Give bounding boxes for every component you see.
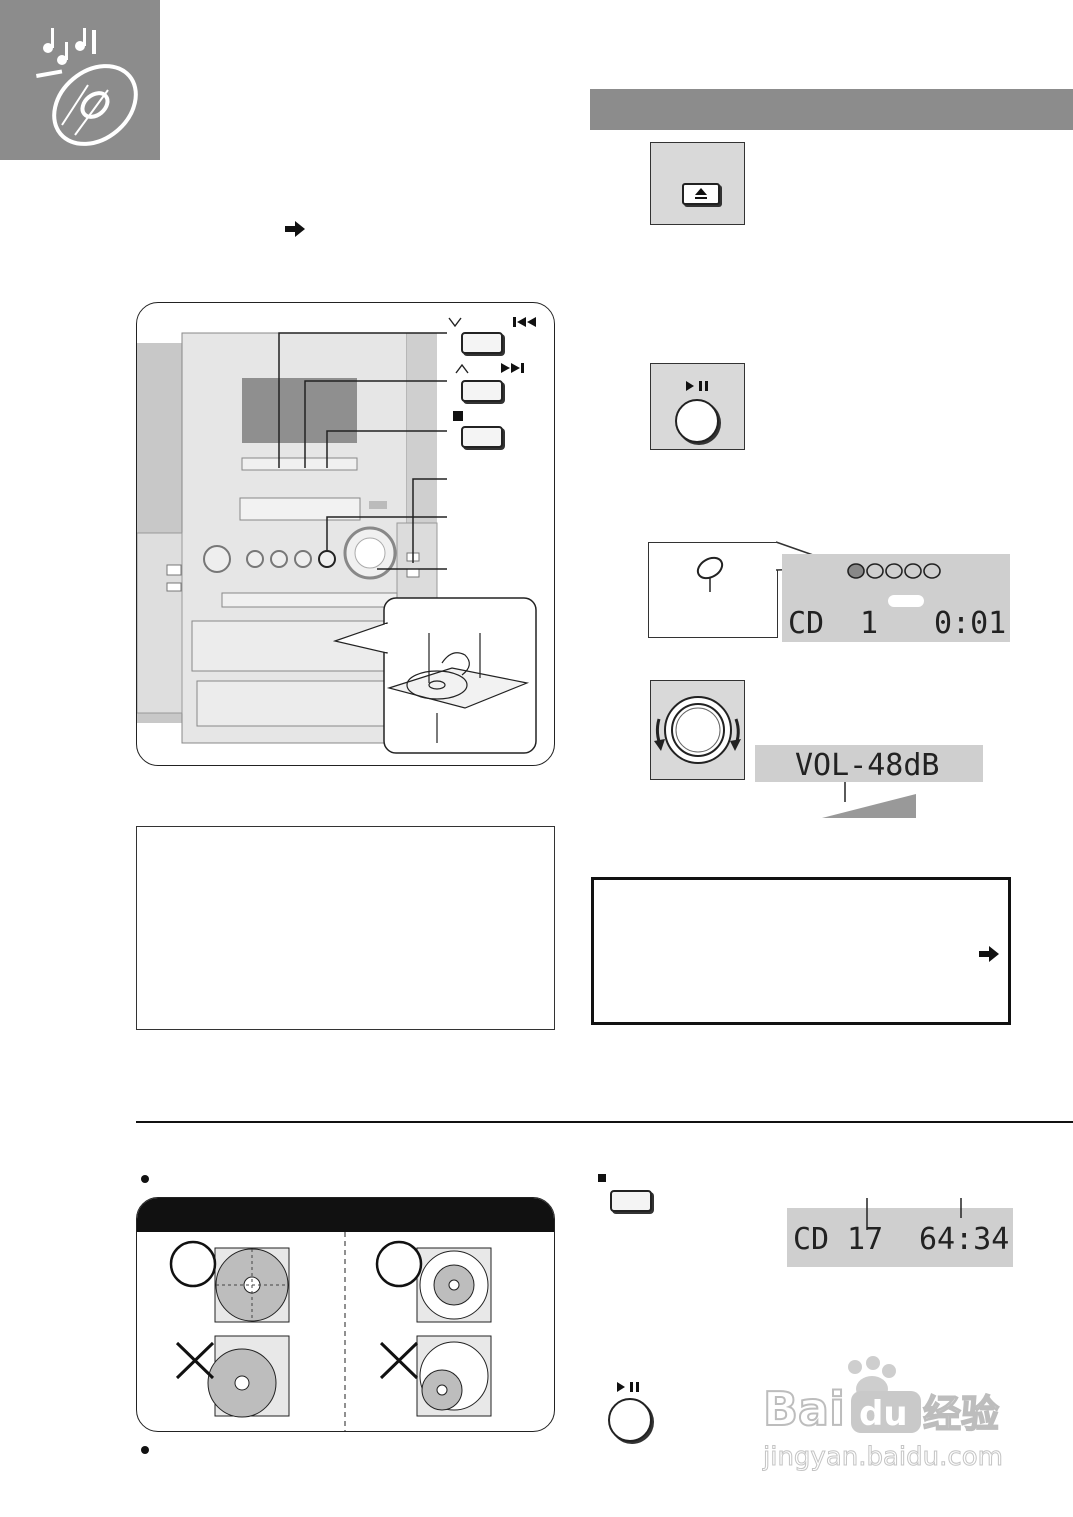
play-indicator-badge xyxy=(888,595,924,607)
total-display-time: 64:34 xyxy=(919,1222,1010,1257)
play-display: CD 1 0:01 xyxy=(782,554,1010,642)
bullet xyxy=(141,1446,149,1454)
note-box-right xyxy=(591,877,1011,1025)
arrow-right-icon xyxy=(285,221,305,237)
play-pause-button-bottom[interactable] xyxy=(608,1398,652,1442)
volume-display-text: VOL-48dB xyxy=(795,748,940,783)
stop-button[interactable] xyxy=(461,426,503,448)
play-pause-button[interactable] xyxy=(675,399,719,443)
volume-display: VOL-48dB xyxy=(755,745,983,783)
stereo-unit-drawing xyxy=(137,332,537,754)
bullet xyxy=(141,1175,149,1183)
total-display: CD 17 64:34 xyxy=(787,1208,1013,1267)
track-select-callout xyxy=(648,542,778,638)
play-display-source: CD xyxy=(788,606,825,641)
chevron-up-icon xyxy=(455,364,469,374)
baidu-watermark-logo: Bai du 经验 jingyan.baidu.com xyxy=(762,1356,1003,1473)
unit-illustration xyxy=(136,302,555,766)
total-display-pointers xyxy=(866,1198,962,1230)
note-box-left xyxy=(136,826,555,1030)
eject-button[interactable] xyxy=(682,183,720,205)
eject-button-panel xyxy=(650,142,745,225)
total-display-tracks: 17 xyxy=(847,1222,884,1257)
skip-back-icon xyxy=(513,317,536,327)
stop-icon xyxy=(453,411,463,421)
play-display-time: 0:01 xyxy=(934,606,1007,641)
disc-placement-drawing xyxy=(169,1232,492,1431)
play-display-track: 1 xyxy=(860,606,879,641)
play-pause-icon xyxy=(686,381,708,391)
svg-text:Bai: Bai xyxy=(763,1382,845,1436)
track-indicators xyxy=(847,563,941,579)
chevron-down-icon xyxy=(448,317,462,327)
eject-icon xyxy=(695,188,707,199)
volume-knob-panel xyxy=(650,680,745,780)
volume-level-wedge xyxy=(822,782,916,818)
play-pause-panel xyxy=(650,363,745,450)
disc-placement-header xyxy=(137,1198,554,1232)
section-header-bar xyxy=(590,89,1073,130)
section-badge xyxy=(0,0,160,160)
music-cd-icon xyxy=(36,28,138,146)
svg-text:经验: 经验 xyxy=(923,1392,999,1436)
total-display-source: CD xyxy=(793,1222,830,1257)
stop-button-total[interactable] xyxy=(610,1190,652,1212)
volume-knob-icon[interactable] xyxy=(651,681,744,779)
disc-placement-box xyxy=(136,1197,555,1432)
stop-icon xyxy=(598,1174,606,1182)
svg-text:jingyan.baidu.com: jingyan.baidu.com xyxy=(762,1442,1003,1472)
skip-forward-button[interactable] xyxy=(461,380,503,402)
arrow-right-icon xyxy=(979,946,999,962)
skip-forward-icon xyxy=(501,363,524,373)
play-pause-icon xyxy=(617,1382,639,1392)
section-divider xyxy=(136,1121,1073,1123)
ok-circle-icon xyxy=(375,1240,423,1288)
ok-circle-icon xyxy=(169,1240,217,1288)
skip-back-button[interactable] xyxy=(461,332,503,354)
svg-text:du: du xyxy=(859,1394,908,1434)
